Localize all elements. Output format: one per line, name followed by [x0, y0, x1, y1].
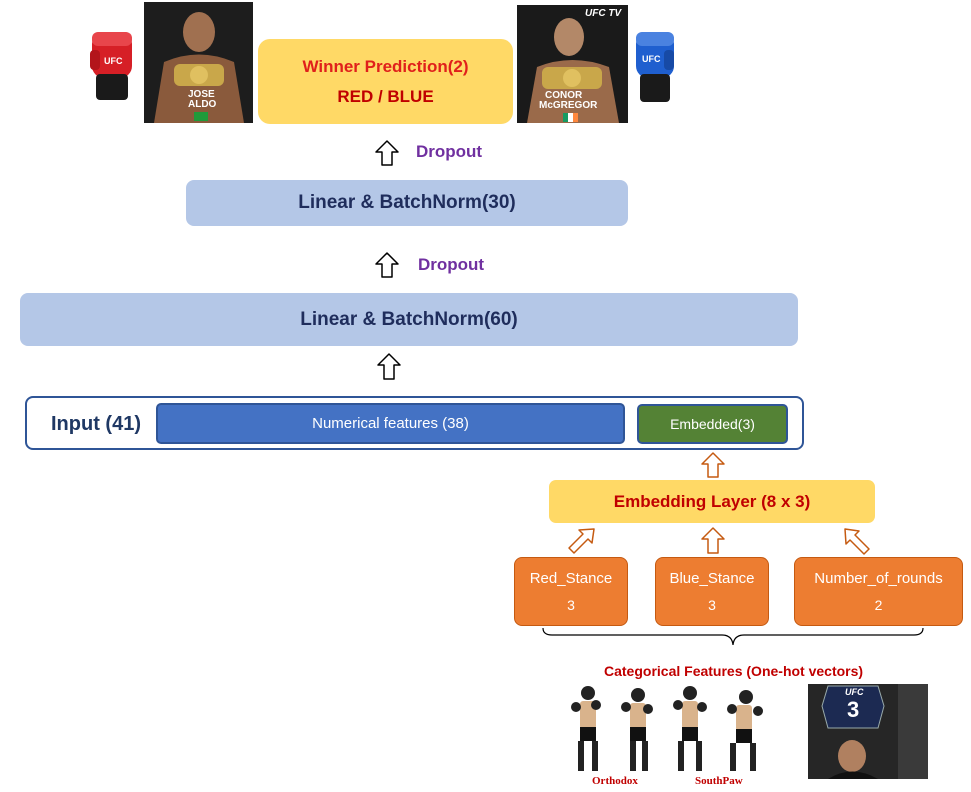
- boxer-stances-illustration: [571, 686, 763, 771]
- winner-classes: RED / BLUE: [337, 86, 434, 106]
- categorical-name: Red_Stance: [529, 570, 613, 587]
- round-card-ufc-logo: UFC: [845, 687, 864, 697]
- ufc-tv-logo: UFC TV: [585, 8, 622, 19]
- blue-glove-icon: UFC: [636, 32, 674, 102]
- categorical-name: Blue_Stance: [669, 570, 755, 587]
- winner-title: Winner Prediction(2): [302, 56, 469, 76]
- grouping-brace: [542, 627, 924, 646]
- fighter-red-first: JOSE: [188, 89, 215, 100]
- up-arrow-icon: [701, 452, 725, 478]
- fighter-blue-illustration: [517, 5, 628, 123]
- categorical-red-stance: Red_Stance 3: [514, 557, 628, 626]
- up-arrow-icon: [377, 353, 401, 380]
- input-label: Input (41): [51, 413, 141, 435]
- categorical-value: 2: [874, 597, 883, 613]
- categorical-blue-stance: Blue_Stance 3: [655, 557, 769, 626]
- brazil-flag-icon: [194, 112, 208, 121]
- categorical-number-of-rounds: Number_of_rounds 2: [794, 557, 963, 626]
- ufc-logo: UFC: [104, 56, 123, 66]
- diagonal-arrow-right-icon: [568, 528, 595, 554]
- up-arrow-icon: [701, 527, 725, 554]
- fighter-blue-last: McGREGOR: [539, 100, 598, 111]
- linear-batchnorm-30: Linear & BatchNorm(30): [186, 180, 628, 226]
- linear-batchnorm-60: Linear & BatchNorm(60): [20, 293, 798, 346]
- round-card-photo: UFC 3: [808, 684, 928, 779]
- ufc-logo-blue: UFC: [642, 54, 661, 64]
- up-arrow-icon: [375, 140, 399, 166]
- categorical-value: 3: [708, 597, 716, 613]
- ireland-flag-icon: [563, 113, 578, 122]
- winner-prediction-box: Winner Prediction(2) RED / BLUE: [258, 39, 513, 124]
- diagonal-arrow-left-icon: [844, 528, 870, 555]
- southpaw-label: SouthPaw: [695, 775, 743, 787]
- embedded-box: Embedded(3): [637, 404, 788, 444]
- dropout-label-1: Dropout: [416, 142, 483, 161]
- fighter-red-last: ALDO: [188, 99, 217, 110]
- red-glove-icon: UFC: [90, 32, 132, 100]
- fighter-photo-blue: UFC TV CONOR McGREGOR: [517, 5, 628, 123]
- fighter-blue-first: CONOR: [545, 90, 583, 101]
- fighter-red-illustration: [144, 2, 253, 123]
- dropout-label-2: Dropout: [418, 255, 485, 274]
- up-arrow-icon: [375, 252, 399, 278]
- fighter-photo-red: JOSE ALDO: [144, 2, 253, 123]
- categorical-value: 3: [567, 597, 575, 613]
- numerical-features-box: Numerical features (38): [156, 403, 625, 444]
- categorical-name: Number_of_rounds: [814, 570, 943, 587]
- round-card-number: 3: [847, 697, 860, 722]
- round-card-illustration: [808, 684, 928, 779]
- embedding-layer-box: Embedding Layer (8 x 3): [549, 480, 875, 523]
- orthodox-label: Orthodox: [592, 775, 638, 787]
- categorical-features-title: Categorical Features (One-hot vectors): [604, 663, 864, 679]
